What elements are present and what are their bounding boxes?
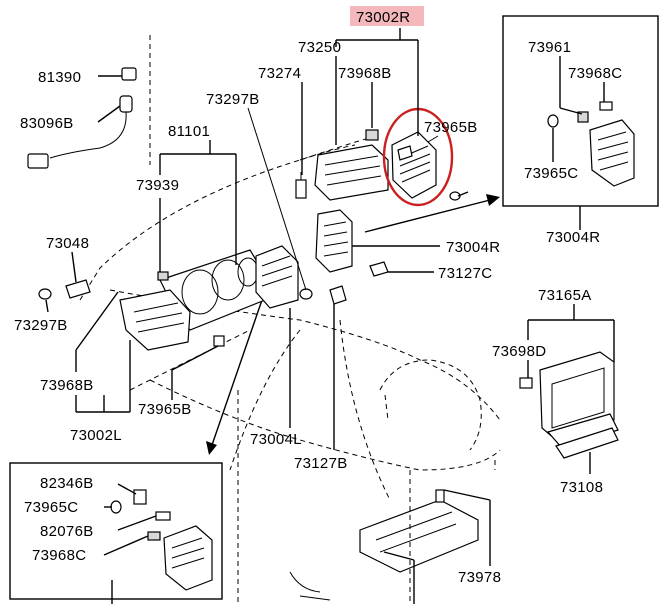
arrow-icon	[206, 194, 500, 455]
label-73698D: 73698D	[492, 343, 546, 360]
label-73978: 73978	[458, 569, 501, 586]
label-73002L: 73002L	[70, 427, 122, 444]
label-73002R: 73002R	[356, 9, 410, 26]
label-inset-bl-82346B: 82346B	[40, 475, 94, 492]
label-inset-tr-73965C: 73965C	[524, 165, 578, 182]
part-labels: 73002R 73250 73274 73968B 73965B 81390 8…	[14, 9, 622, 586]
label-73048: 73048	[46, 235, 89, 252]
label-73965B-top: 73965B	[424, 119, 478, 136]
label-inset-tr-73004R: 73004R	[546, 229, 600, 246]
center-bezel-73250	[314, 129, 389, 201]
label-73297B-top: 73297B	[206, 91, 260, 108]
label-73250: 73250	[298, 39, 341, 56]
bolt-73297B-top	[299, 288, 313, 300]
vent-73002L	[119, 289, 191, 351]
sensor-clip-81390	[27, 67, 137, 169]
leader-lines	[45, 28, 615, 604]
vent-cluster-right	[255, 245, 299, 309]
label-73004L: 73004L	[250, 431, 302, 448]
label-inset-tr-73961: 73961	[528, 39, 571, 56]
label-73108: 73108	[560, 479, 603, 496]
label-81390: 81390	[38, 69, 81, 86]
label-73297B-left: 73297B	[14, 317, 68, 334]
vent-icon	[391, 131, 437, 199]
label-73968B-left: 73968B	[40, 377, 94, 394]
bracket-73048	[38, 279, 91, 300]
label-inset-bl-82076B: 82076B	[40, 523, 94, 540]
label-inset-bl-73965C: 73965C	[24, 499, 78, 516]
label-73004R-mid: 73004R	[446, 239, 500, 256]
inset-box-bottom-left	[9, 462, 223, 600]
connector-icon	[329, 285, 347, 305]
label-inset-bl-73968C: 73968C	[32, 547, 86, 564]
label-inset-tr-73968C: 73968C	[568, 65, 622, 82]
label-73968B-top: 73968B	[338, 65, 392, 82]
highlight-box	[350, 6, 424, 26]
bolt-73274	[295, 172, 307, 199]
label-81101: 81101	[168, 123, 210, 140]
bolt-icon	[449, 191, 469, 201]
label-73965B-mid: 73965B	[138, 401, 192, 418]
inset-tr-vent	[547, 101, 635, 187]
bolt-73965B-mid	[213, 335, 225, 347]
dashboard-outline	[79, 35, 501, 501]
label-83096B: 83096B	[20, 115, 74, 132]
label-73274: 73274	[258, 65, 301, 82]
label-73127C: 73127C	[438, 265, 492, 282]
clip-icon	[369, 261, 389, 277]
console-bracket-73978	[359, 489, 479, 573]
label-73939: 73939	[136, 177, 179, 194]
wire-bottom	[289, 571, 331, 601]
vent-73004R	[315, 209, 353, 273]
label-73127B: 73127B	[294, 455, 348, 472]
center-stack-73165A	[519, 351, 619, 459]
label-73165A: 73165A	[538, 287, 592, 304]
inset-bl-vent	[110, 489, 213, 591]
